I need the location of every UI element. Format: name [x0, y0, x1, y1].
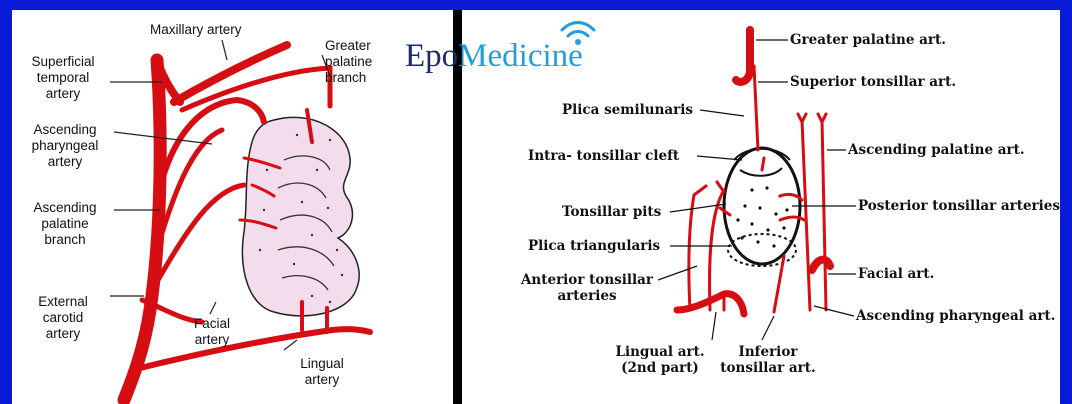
label-facial-art: Facial art. [858, 266, 934, 282]
label-ascending-pharyngeal-art: Ascending pharyngeal art. [856, 308, 1055, 324]
label-greater-palatine-art: Greater palatine art. [790, 32, 946, 48]
label-tonsillar-pits: Tonsillar pits [562, 204, 661, 220]
label-ascending-pharyngeal-artery: Ascending pharyngeal artery [16, 122, 114, 170]
label-anterior-tonsillar-arteries: Anterior tonsillar arteries [516, 272, 658, 304]
label-facial-artery: Facial artery [182, 316, 242, 348]
label-external-carotid-artery: External carotid artery [16, 294, 110, 342]
label-ascending-palatine-art: Ascending palatine art. [848, 142, 1025, 158]
label-plica-semilunaris: Plica semilunaris [562, 102, 693, 118]
wifi-signal-icon [558, 16, 598, 50]
label-posterior-tonsillar-arteries: Posterior tonsillar arteries [858, 198, 1060, 214]
label-lingual-art: Lingual art. (2nd part) [610, 344, 710, 376]
label-inferior-tonsillar-art: Inferior tonsillar art. [716, 344, 820, 376]
epomedicine-logo: EpoMedicine [405, 36, 583, 76]
tonsil-shape [242, 117, 359, 315]
label-ascending-palatine-branch: Ascending palatine branch [16, 200, 114, 248]
label-plica-triangularis: Plica triangularis [528, 238, 660, 254]
label-superior-tonsillar-art: Superior tonsillar art. [790, 74, 956, 90]
label-maxillary-artery: Maxillary artery [150, 22, 242, 38]
label-lingual-artery: Lingual artery [287, 356, 357, 388]
label-superficial-temporal-artery: Superficial temporal artery [16, 54, 110, 102]
label-intra-tonsillar-cleft: Intra- tonsillar cleft [528, 148, 679, 164]
label-greater-palatine-branch: Greater palatine branch [325, 38, 372, 86]
left-diagram-panel: Maxillary artery Superficial temporal ar… [12, 10, 453, 404]
